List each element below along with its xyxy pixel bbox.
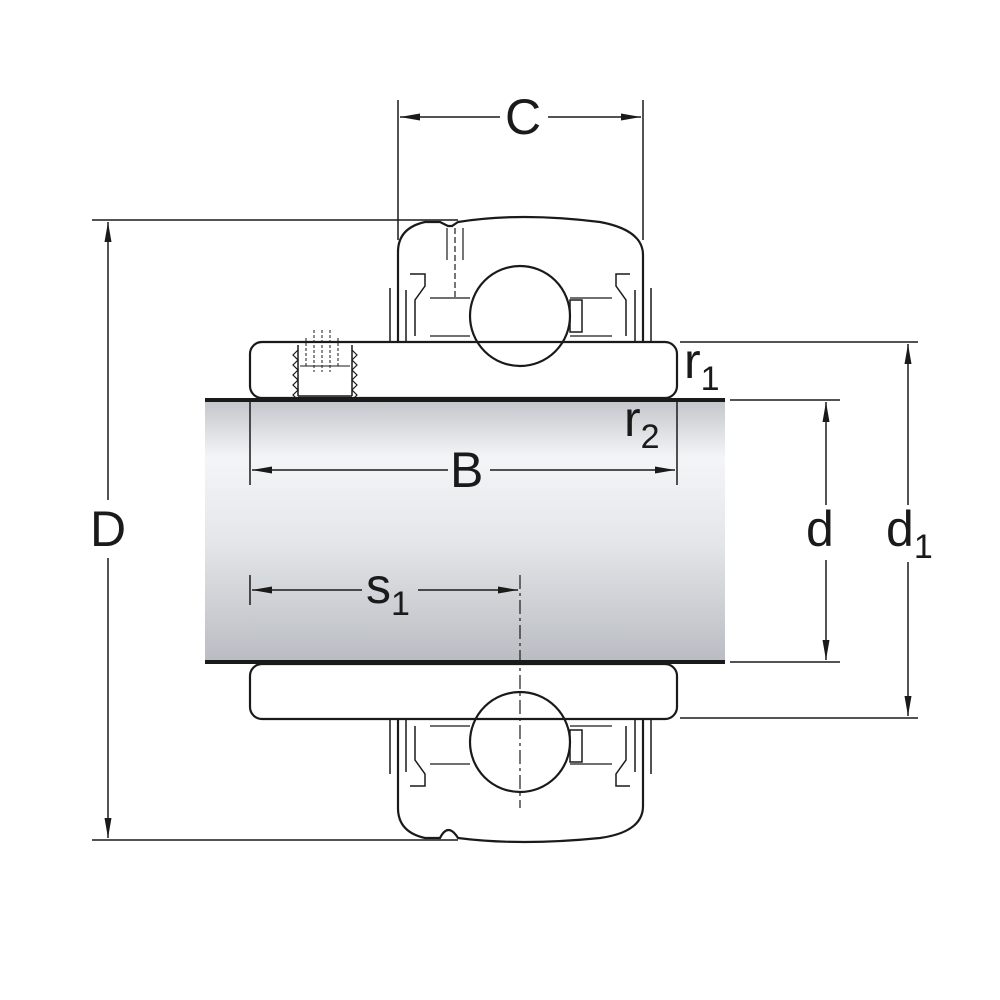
label-d: d [806,501,834,557]
label-d1: d1 [886,501,933,566]
label-D: D [90,501,126,557]
ball-top [468,264,572,368]
outer-ring-top [389,215,652,342]
label-r2: r2 [624,391,660,456]
label-B: B [450,442,483,498]
label-s1: s1 [366,558,410,623]
extension-lines [92,100,918,841]
dimension-labels: C D B d d1 s1 r1 r2 [90,89,933,623]
dimension-lines [104,113,912,838]
ball-bottom [468,690,572,794]
outer-ring-bottom [389,720,652,844]
shaft [205,398,725,664]
label-C: C [505,89,541,145]
inner-ring [248,340,679,721]
label-r1: r1 [684,333,720,398]
set-screw [292,330,358,401]
